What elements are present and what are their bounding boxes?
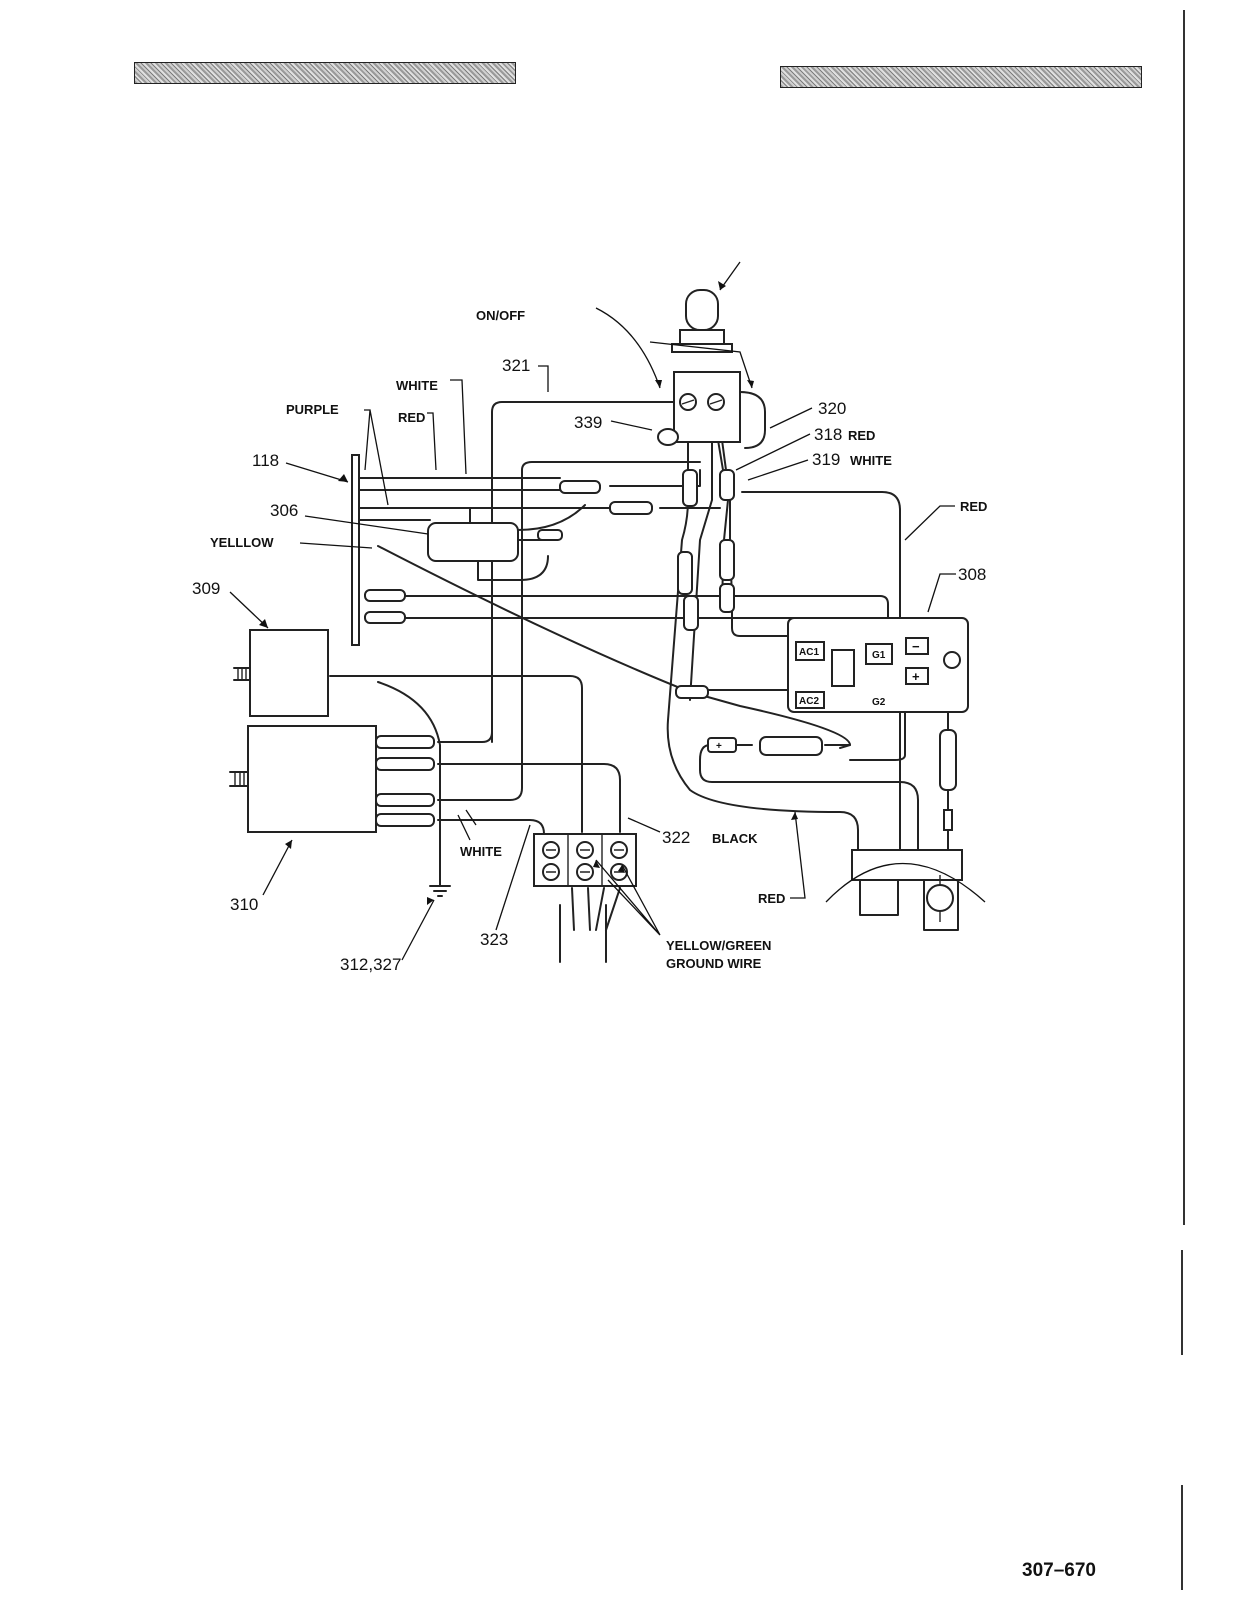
label-ac1: AC1	[799, 647, 819, 658]
label-yellow-green: YELLOW/GREEN	[666, 938, 771, 953]
label-118: 118	[252, 451, 279, 470]
label-ac2: AC2	[799, 696, 819, 707]
label-312-327: 312,327	[340, 955, 401, 974]
components	[230, 290, 985, 930]
label-yellow: YELLLOW	[210, 535, 274, 550]
label-ground-wire: GROUND WIRE	[666, 956, 762, 971]
armature-symbol	[927, 885, 953, 911]
label-minus: −	[912, 639, 920, 654]
capacitor-306	[428, 523, 518, 561]
label-red-top: RED	[398, 410, 425, 425]
label-plus: +	[912, 669, 920, 684]
label-red-bottom: RED	[758, 891, 785, 906]
label-on-off: ON/OFF	[476, 308, 525, 323]
label-306: 306	[270, 501, 298, 520]
label-321: 321	[502, 356, 530, 375]
inline-connector	[365, 590, 405, 601]
label-309: 309	[192, 579, 220, 598]
label-red-right: RED	[960, 499, 987, 514]
inline-connector	[560, 481, 600, 493]
part-339-connector	[658, 429, 678, 445]
motor-309	[250, 630, 328, 716]
inline-connector	[610, 502, 652, 514]
label-319: 319	[812, 450, 840, 469]
motor-310	[248, 726, 376, 832]
document-number: 307–670	[1022, 1560, 1096, 1582]
inline-connector	[365, 612, 405, 623]
label-fuse-plus: +	[716, 741, 722, 752]
switch-bushing	[680, 330, 724, 344]
motor-housing	[852, 850, 962, 880]
label-white-top: WHITE	[396, 378, 438, 393]
label-320: 320	[818, 399, 846, 418]
label-318: 318	[814, 425, 842, 444]
fuse-plus-terminal	[708, 738, 736, 752]
label-318-red: RED	[848, 428, 875, 443]
panel-118	[352, 455, 359, 645]
label-310: 310	[230, 895, 258, 914]
switch-knob	[686, 290, 718, 330]
label-339: 339	[574, 413, 602, 432]
label-322: 322	[662, 828, 690, 847]
label-323: 323	[480, 930, 508, 949]
label-g2: G2	[872, 697, 886, 708]
label-319-white: WHITE	[850, 453, 892, 468]
fuse-holder	[760, 737, 822, 755]
label-308: 308	[958, 565, 986, 584]
label-322-black: BLACK	[712, 831, 758, 846]
label-white-bottom: WHITE	[460, 844, 502, 859]
rectifier-core	[832, 650, 854, 686]
label-g1: G1	[872, 650, 886, 661]
label-purple: PURPLE	[286, 402, 339, 417]
